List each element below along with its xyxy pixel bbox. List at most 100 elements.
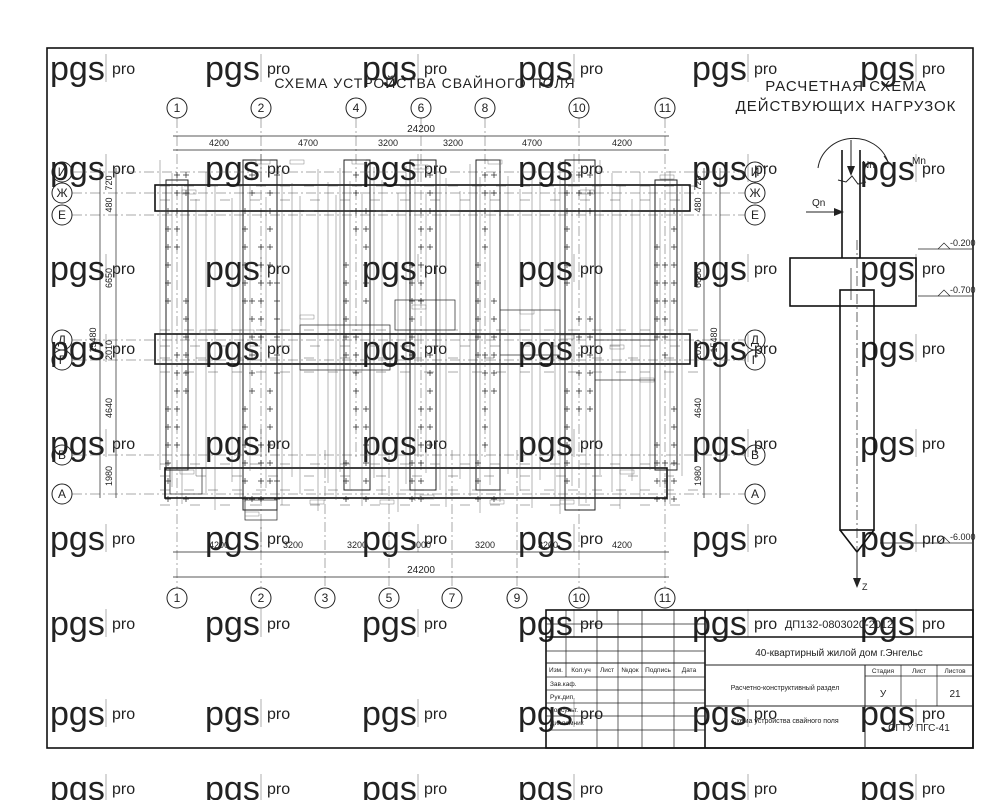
svg-text:pgs: pgs	[50, 605, 105, 643]
sheet-name: Схема устройства свайного поля	[731, 717, 839, 725]
svg-text:pro: pro	[922, 436, 945, 453]
pile-marker	[482, 406, 488, 412]
pile-marker	[418, 244, 424, 250]
svg-text:pro: pro	[580, 781, 603, 798]
pile-marker	[165, 496, 171, 502]
pile-marker	[482, 352, 488, 358]
col-header-list: Лист	[600, 667, 614, 674]
pile-marker	[671, 262, 677, 268]
pile-marker	[491, 298, 497, 304]
pile-marker	[671, 496, 677, 502]
pile-marker	[587, 388, 593, 394]
pile-marker	[427, 388, 433, 394]
pile-marker	[165, 460, 171, 466]
pile-marker	[165, 298, 171, 304]
pile-marker	[662, 316, 668, 322]
pile-marker	[274, 316, 280, 322]
pile-marker	[242, 280, 248, 286]
pile-marker	[258, 496, 264, 502]
pile-marker	[491, 388, 497, 394]
svg-text:pro: pro	[580, 261, 603, 278]
left-row-label-5: Г	[59, 353, 66, 367]
svg-text:pgs: pgs	[362, 330, 417, 368]
role-rukdip: Рук.дип.	[550, 694, 575, 701]
pile-marker	[671, 442, 677, 448]
svg-text:pro: pro	[112, 61, 135, 78]
pile-marker	[409, 460, 415, 466]
level-1-label: -0.200	[950, 238, 976, 248]
right-dim-2: 480	[693, 197, 703, 212]
right-row-label-6: В	[751, 448, 759, 462]
right-row-label-4: Д	[751, 333, 759, 347]
svg-text:pgs: pgs	[205, 695, 260, 733]
bottom-axis-label-6: 9	[514, 591, 521, 605]
pile-marker	[183, 334, 189, 340]
pile-marker	[654, 316, 660, 322]
pile-marker	[409, 496, 415, 502]
pile-marker	[409, 352, 415, 358]
pile-marker	[242, 442, 248, 448]
pile-marker	[165, 442, 171, 448]
pile-marker	[671, 226, 677, 232]
load-scheme-title-2: ДЕЙСТВУЮЩИХ НАГРУЗОК	[736, 97, 957, 115]
pile-marker	[249, 172, 255, 178]
left-dim-5: 2010	[104, 340, 114, 360]
svg-text:pgs: pgs	[860, 330, 915, 368]
left-dimensions: 720 480 6650 15480 2010 4640 1980	[88, 175, 114, 486]
pile-marker	[491, 496, 497, 502]
pile-marker	[576, 334, 582, 340]
top-axis-label-4: 6	[418, 101, 425, 115]
svg-text:pro: pro	[754, 161, 777, 178]
pile-marker	[267, 190, 273, 196]
overall-dim-top: 24200	[407, 124, 435, 135]
pile-marker	[242, 424, 248, 430]
top-axis-label-2: 2	[258, 101, 265, 115]
svg-text:pgs: pgs	[860, 425, 915, 463]
pile-marker	[183, 190, 189, 196]
left-row-bubbles: И Ж Е Д Г В А	[51, 161, 73, 505]
svg-text:pro: pro	[267, 341, 290, 358]
pile-marker	[671, 478, 677, 484]
top-span-4: 3200	[443, 138, 463, 148]
svg-text:pgs: pgs	[518, 770, 573, 800]
pile-marker	[576, 190, 582, 196]
svg-text:pgs: pgs	[692, 150, 747, 188]
pile-marker	[267, 442, 273, 448]
right-row-label-5: Г	[752, 353, 759, 367]
svg-text:pgs: pgs	[205, 50, 260, 88]
left-dim-1: 720	[104, 175, 114, 190]
pile-marker	[564, 244, 570, 250]
grillage-section	[789, 257, 917, 307]
bottom-axis-label-8: 11	[659, 591, 672, 605]
pile-marker	[363, 442, 369, 448]
pile-marker	[267, 226, 273, 232]
pile-marker	[363, 460, 369, 466]
pile-marker	[165, 226, 171, 232]
svg-text:pro: pro	[922, 706, 945, 723]
pile-marker	[174, 190, 180, 196]
pile-marker	[427, 208, 433, 214]
svg-text:pro: pro	[922, 341, 945, 358]
pile-marker	[482, 244, 488, 250]
project-name: 40-квартирный жилой дом г.Энгельс	[755, 648, 923, 659]
dimension-spans-top: 4200 4700 3200 3200 4700 4200	[173, 138, 669, 151]
svg-text:pro: pro	[580, 61, 603, 78]
pile-marker	[174, 388, 180, 394]
right-dim-1: 720	[693, 175, 703, 190]
left-row-label-6: В	[58, 448, 66, 462]
pile-marker	[409, 280, 415, 286]
pile-marker	[576, 406, 582, 412]
svg-text:pgs: pgs	[50, 770, 105, 800]
svg-text:pro: pro	[424, 781, 447, 798]
shear-label: Qn	[812, 198, 825, 209]
top-axis-label-1: 1	[174, 101, 181, 115]
